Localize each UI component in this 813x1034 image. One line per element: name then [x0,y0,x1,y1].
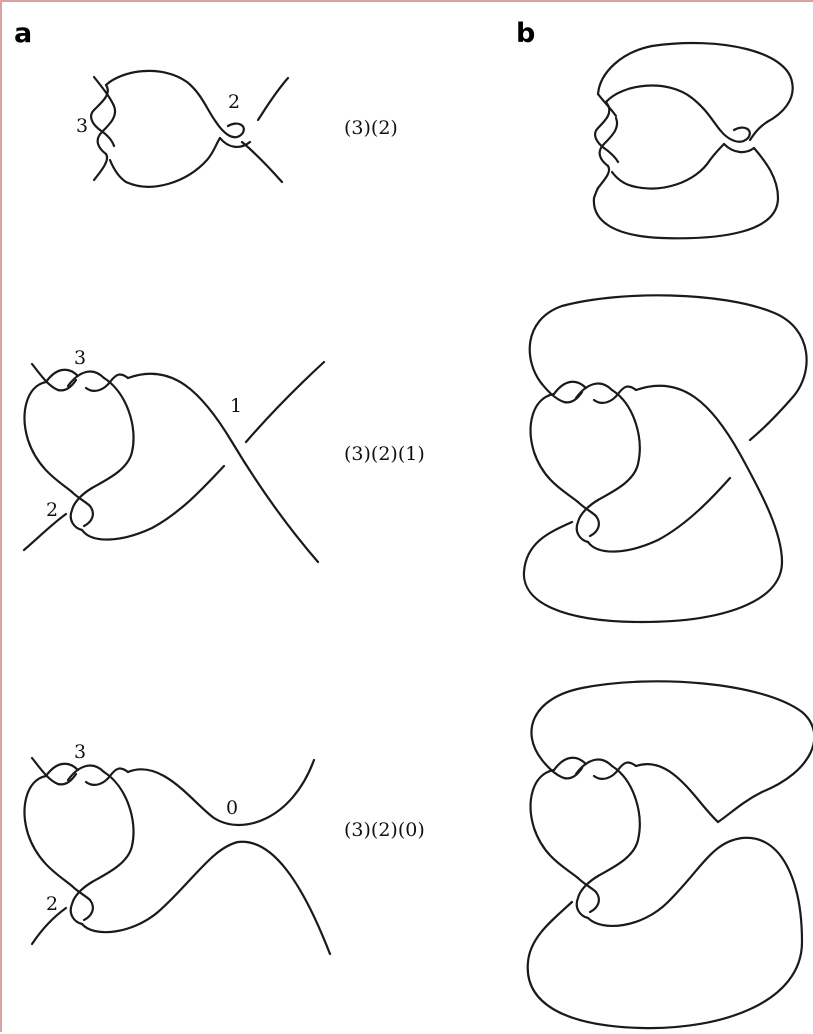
tangle-3-2 [90,69,290,188]
crossing-count-0: 0 [226,797,238,819]
crossing-count-2: 2 [46,893,58,915]
panel-label-b: b [516,18,535,49]
crossing-count-2: 2 [228,91,240,113]
notation-label: (3)(2)(0) [344,819,425,841]
notation-label: (3)(2)(1) [344,443,425,465]
tangle-3-2-1 [22,360,326,564]
crossing-count-2: 2 [46,499,58,521]
crossing-count-3: 3 [74,741,86,763]
tangle-3-2-0 [23,756,332,956]
knot-closure-3-2-1 [522,294,808,624]
knot-closure-3-2-0 [526,680,813,1030]
crossing-count-1: 1 [230,395,242,417]
crossing-count-3: 3 [74,347,86,369]
crossing-count-3: 3 [76,115,88,137]
notation-label: (3)(2) [344,117,398,139]
panel-label-a: a [14,18,32,49]
knot-closure-3-2 [592,41,794,240]
